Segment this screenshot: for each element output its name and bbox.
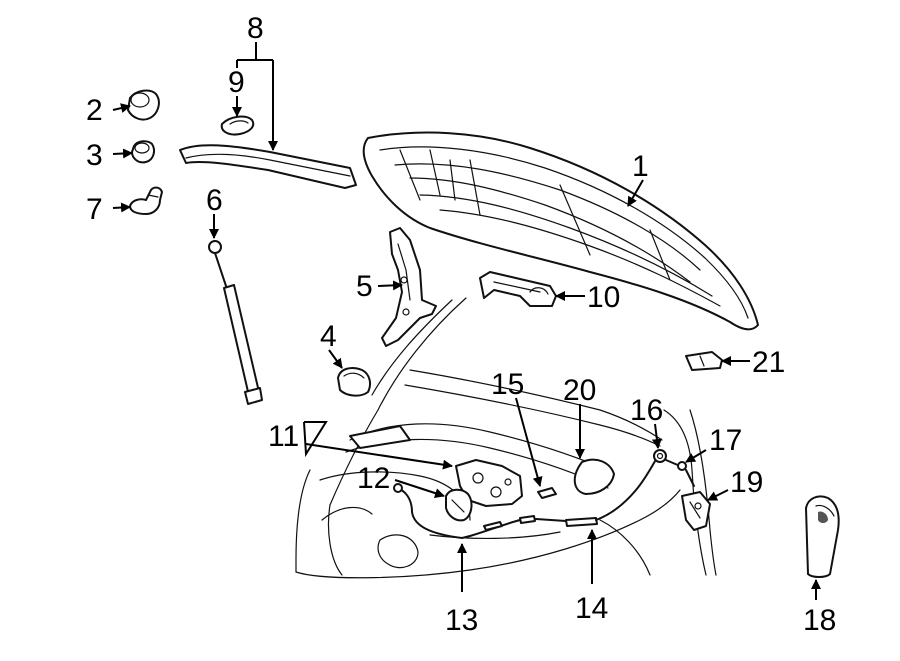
hood-hinge xyxy=(381,227,437,347)
hood-latch xyxy=(455,459,523,507)
callout-12: 12 xyxy=(357,462,390,495)
callout-21: 21 xyxy=(752,346,785,379)
hood-panel xyxy=(362,131,759,331)
cable-grommet xyxy=(653,449,667,463)
callout-4: 4 xyxy=(320,320,337,353)
callout-16: 16 xyxy=(630,394,663,427)
callout-14: 14 xyxy=(575,592,608,625)
release-handle xyxy=(445,488,473,522)
callout-9: 9 xyxy=(228,66,245,99)
hood-adjuster xyxy=(129,186,163,215)
callout-10: 10 xyxy=(587,281,620,314)
vehicle-body xyxy=(295,297,717,579)
callout-6: 6 xyxy=(206,184,223,217)
callout-20: 20 xyxy=(563,374,596,407)
callout-1: 1 xyxy=(632,150,649,183)
cable-clip xyxy=(537,487,557,499)
callout-15: 15 xyxy=(491,368,524,401)
cable-end xyxy=(665,459,695,487)
callout-11: 11 xyxy=(268,420,299,453)
callout-3: 3 xyxy=(86,139,103,172)
hood-seal xyxy=(179,144,357,189)
latch-bracket xyxy=(337,367,371,397)
hood-stop xyxy=(131,140,155,164)
release-cable xyxy=(393,455,659,539)
prop-rod-clip xyxy=(685,351,723,371)
hood-bumper xyxy=(127,89,160,121)
insulator-clip xyxy=(220,115,255,136)
callout-2: 2 xyxy=(86,94,103,127)
leader-lines xyxy=(112,42,821,600)
callout-13: 13 xyxy=(445,604,478,637)
handle-cover xyxy=(805,495,840,578)
callout-19: 19 xyxy=(730,466,763,499)
release-lever xyxy=(681,491,711,531)
callout-labels: 1 2 3 4 5 6 7 8 9 10 11 12 13 14 15 16 1… xyxy=(86,12,836,637)
callout-8: 8 xyxy=(247,12,264,45)
callout-5: 5 xyxy=(356,270,373,303)
hood-striker xyxy=(479,271,557,307)
lift-support xyxy=(208,240,263,405)
callout-18: 18 xyxy=(803,604,836,637)
callout-17: 17 xyxy=(709,424,742,457)
callout-7: 7 xyxy=(86,193,103,226)
